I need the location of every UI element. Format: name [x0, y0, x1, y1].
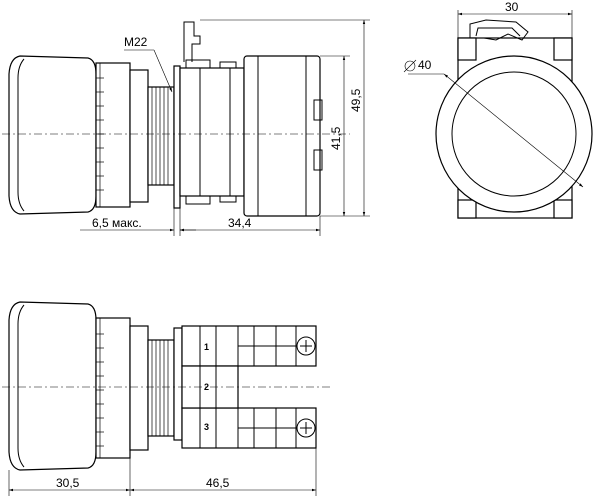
thread-label: M22 [124, 35, 148, 49]
terminal-screw-lower [296, 418, 316, 438]
panel-thickness-label: 6,5 макс. [92, 216, 142, 230]
side-cap-outline [8, 301, 97, 471]
mounting-clip [183, 21, 201, 62]
height-inner-label: 41,5 [329, 126, 343, 150]
front-view: M22 6,5 макс. 34,4 41,5 49,5 [2, 19, 370, 236]
rear-module [243, 55, 321, 217]
body-depth-side-label: 46,5 [206, 476, 230, 490]
contact-label-3: 3 [204, 422, 209, 432]
cap-outline [8, 55, 97, 215]
diameter-label: 40 [418, 58, 432, 72]
terminal-screw-upper [296, 336, 316, 356]
contact-block [179, 67, 245, 197]
side-view: 1 2 3 30,5 46,5 [2, 301, 330, 496]
height-outer-label: 49,5 [349, 88, 363, 112]
cap-collar [95, 62, 131, 208]
mounting-panel [173, 65, 181, 209]
width-top-label: 30 [505, 0, 519, 14]
contact-label-1: 1 [204, 342, 209, 352]
cap-circle-outer [435, 55, 593, 213]
body-depth-front-label: 34,4 [228, 216, 252, 230]
end-view: 40 30 [403, 0, 593, 219]
cap-depth-side-label: 30,5 [56, 476, 80, 490]
latch [469, 19, 529, 41]
